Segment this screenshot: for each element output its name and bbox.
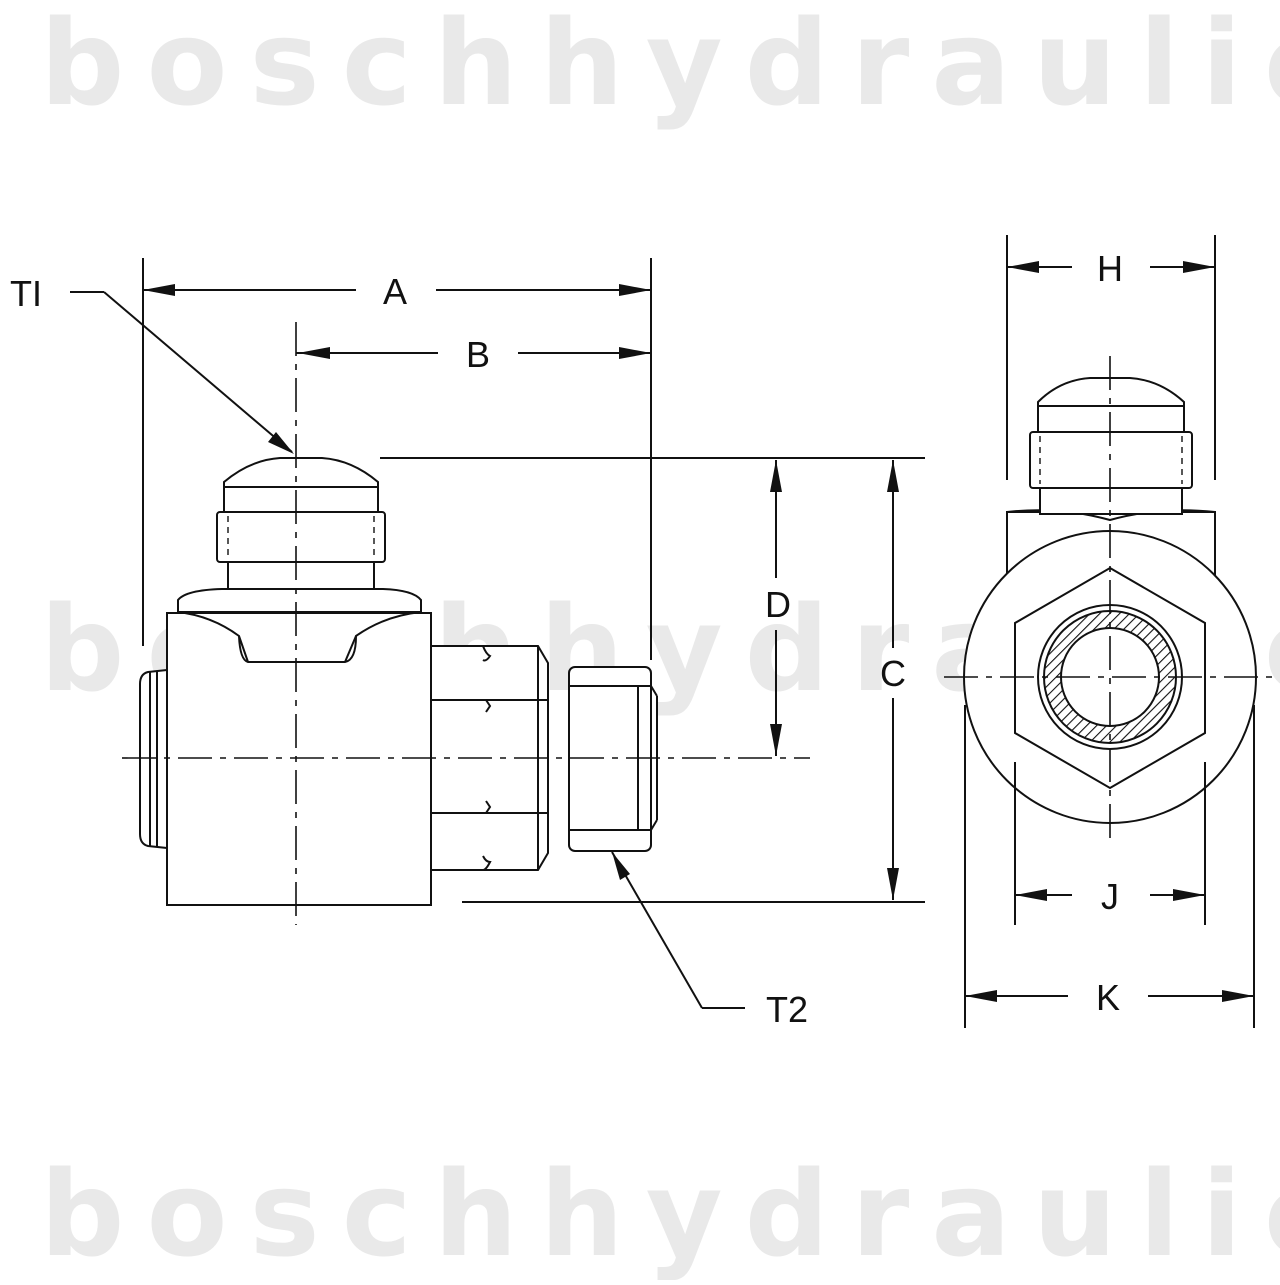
- right-port-t2: [568, 666, 658, 852]
- side-view: A B D C: [10, 258, 925, 1030]
- left-end-cap: [139, 668, 168, 850]
- dimension-h-label: H: [1097, 248, 1123, 289]
- dimension-j-label: J: [1101, 876, 1119, 917]
- end-view-upper-fitting: [1029, 377, 1193, 515]
- dimension-d: D: [765, 460, 791, 756]
- end-view-extension-lines: [964, 235, 1255, 1028]
- dimension-j: J: [1015, 876, 1205, 917]
- dimension-a: A: [143, 271, 651, 312]
- dimension-a-label: A: [383, 271, 407, 312]
- end-view: H J K: [944, 235, 1278, 1028]
- valve-body: [166, 612, 432, 906]
- watermark-bottom: boschhydraulic.com: [40, 1145, 1280, 1280]
- dimension-k-label: K: [1096, 977, 1120, 1018]
- port-label-t2: T2: [766, 989, 808, 1030]
- dimension-b: B: [296, 334, 651, 375]
- dimension-k: K: [965, 977, 1254, 1018]
- leader-t1: TI: [10, 273, 294, 454]
- dimension-b-label: B: [466, 334, 490, 375]
- leader-t2: T2: [611, 851, 808, 1030]
- end-view-bore: [1037, 604, 1183, 750]
- dimension-c: C: [880, 460, 906, 900]
- upper-fitting-t1: [216, 457, 386, 590]
- dimension-c-label: C: [880, 653, 906, 694]
- watermark-top: boschhydraulic.com: [40, 0, 1280, 132]
- port-label-t1: TI: [10, 273, 42, 314]
- top-hex-nut: [177, 588, 422, 663]
- dimension-h: H: [1007, 248, 1215, 289]
- dimension-d-label: D: [765, 584, 791, 625]
- extension-lines: [142, 258, 925, 903]
